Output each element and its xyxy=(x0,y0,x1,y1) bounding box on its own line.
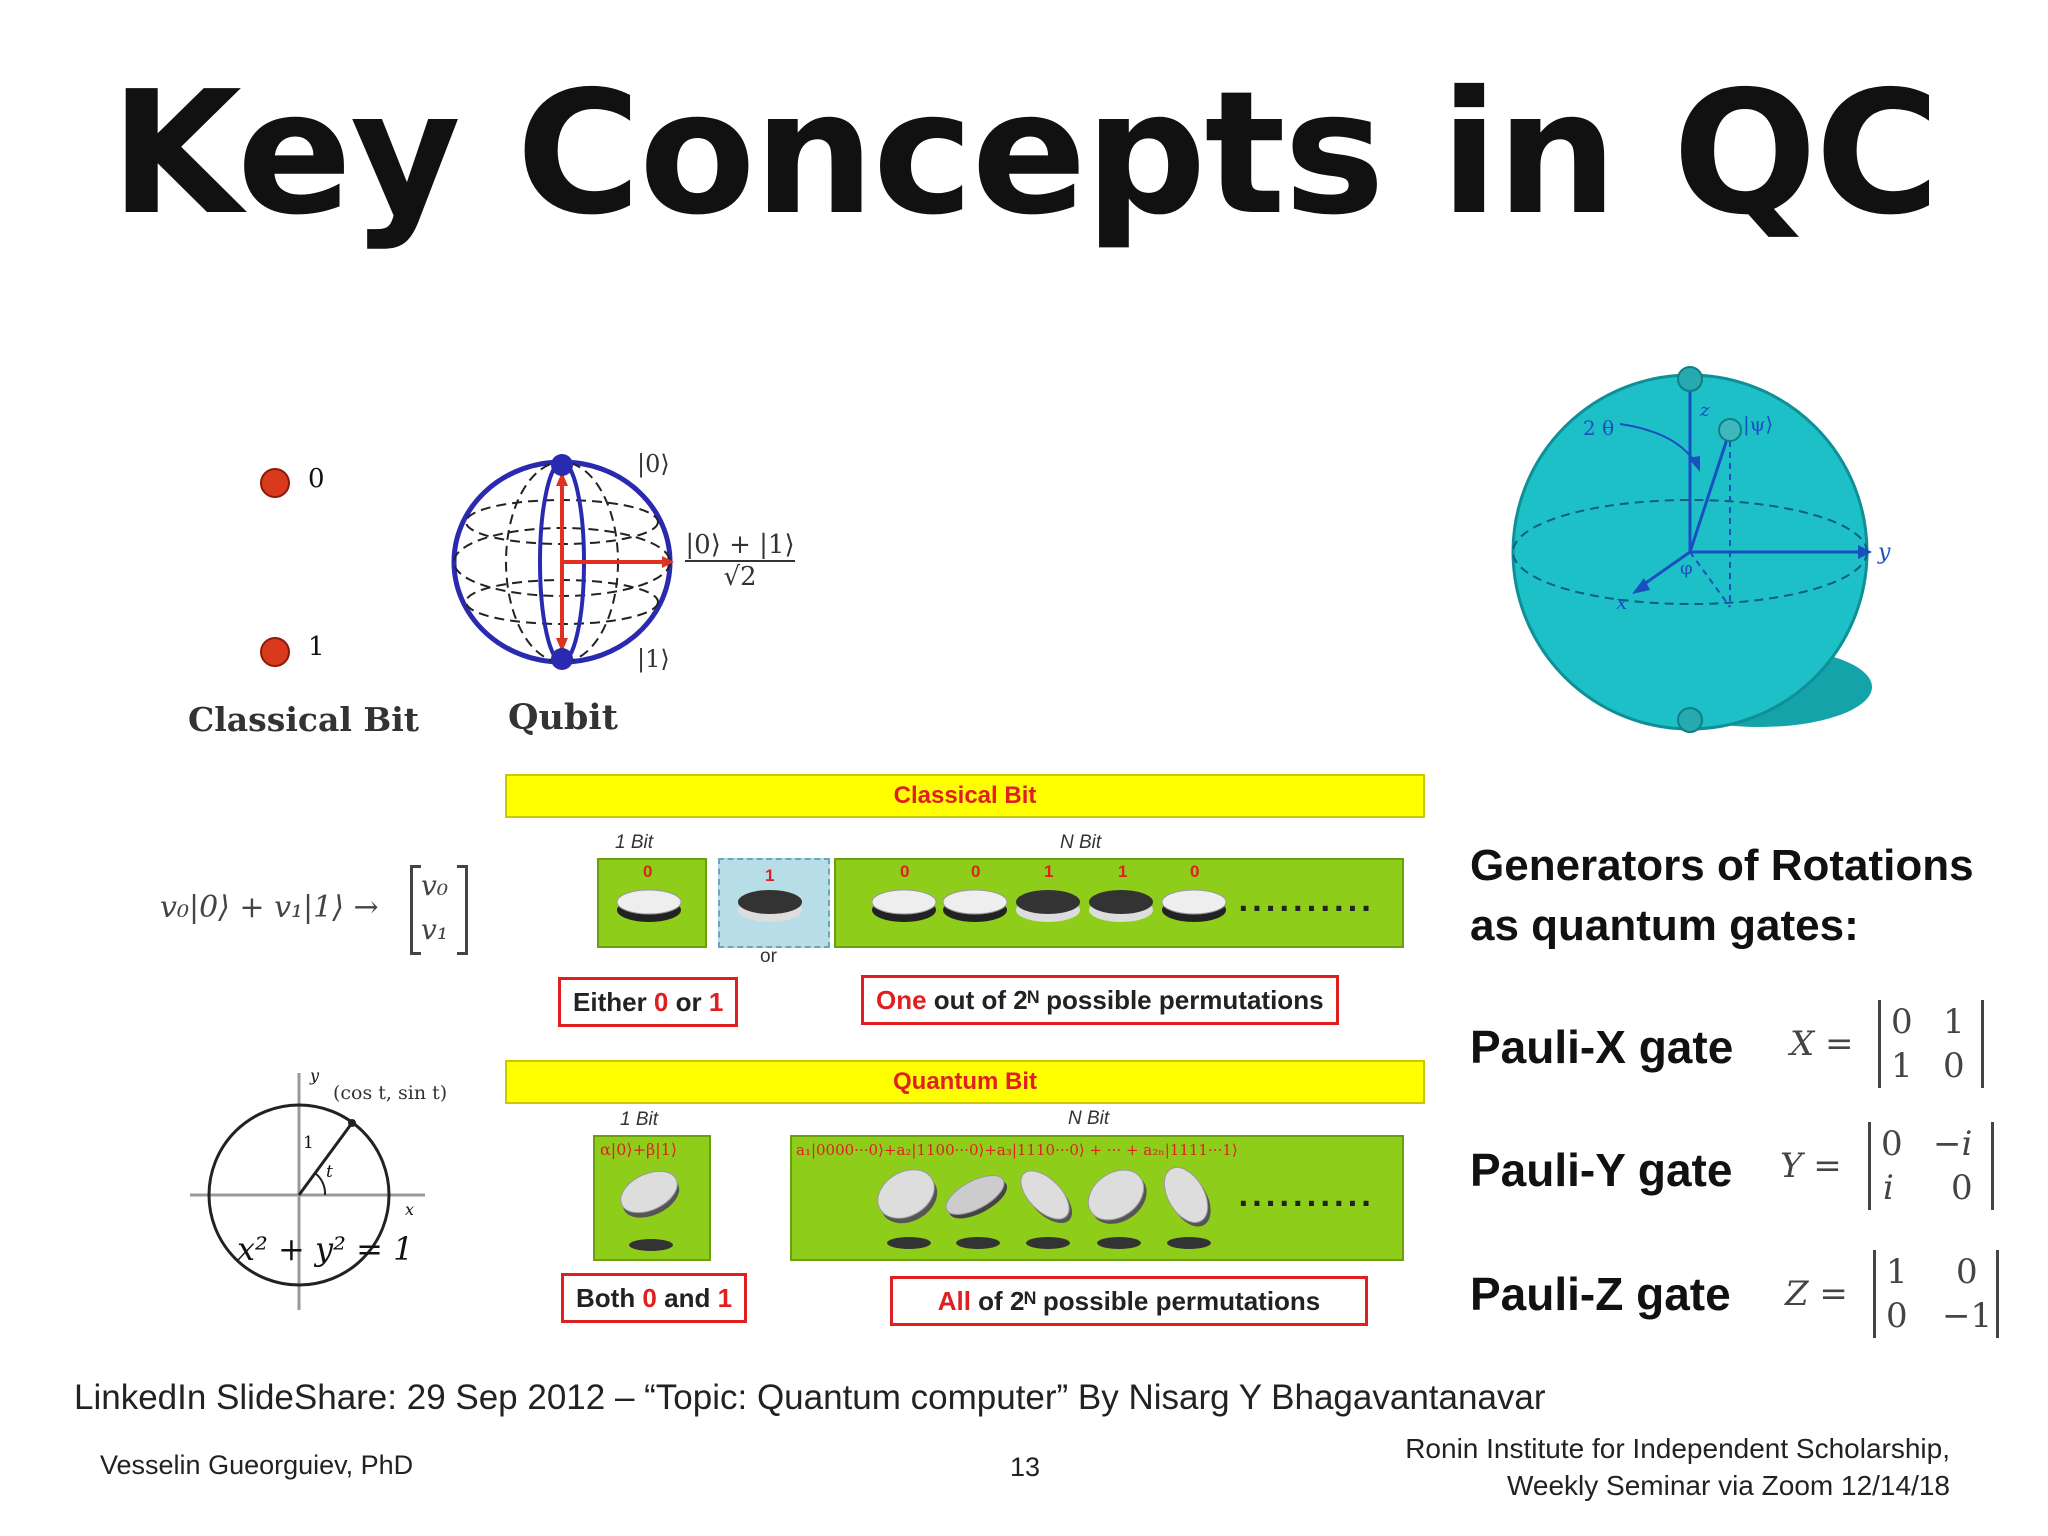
quantum-one-bit-state: α|0⟩+β|1⟩ xyxy=(600,1140,678,1159)
unit-circle-point-label: (cos t, sin t) xyxy=(333,1082,448,1104)
pauli-y-bracket: 0 −i i 0 xyxy=(1868,1122,1994,1210)
coin-white xyxy=(871,889,937,922)
pauli-x-symbol: X = xyxy=(1790,1024,1854,1064)
source-citation: LinkedIn SlideShare: 29 Sep 2012 – “Topi… xyxy=(74,1378,1546,1417)
vector-v1: v₁ xyxy=(421,913,449,946)
ket-one-label: |1⟩ xyxy=(637,645,670,673)
all-permutations-box: All of 2ᴺ possible permutations xyxy=(890,1276,1368,1326)
author-name: Vesselin Gueorguiev, PhD xyxy=(100,1450,414,1480)
coin-black xyxy=(1016,890,1080,922)
coin-white xyxy=(1161,889,1227,922)
unit-circle-angle-label: t xyxy=(326,1162,333,1182)
vector-bracket: v₀ v₁ xyxy=(410,865,468,955)
coin-white xyxy=(616,889,682,922)
classical-one-bit-one-box xyxy=(718,858,830,948)
bit-dot-1 xyxy=(260,637,290,667)
pauli-y-matrix: Y = 0 −i i 0 xyxy=(1780,1122,2020,1214)
classical-n-bit-label: N Bit xyxy=(1060,832,1102,853)
unit-circle-equation: x² + y² = 1 xyxy=(237,1230,414,1268)
pauli-x-matrix: X = 0 1 1 0 xyxy=(1790,1000,2010,1092)
bloch-x-label: x xyxy=(1616,590,1628,614)
bloch-phi-label: φ xyxy=(1680,558,1693,579)
pauli-y-label: Pauli-Y gate xyxy=(1470,1144,1733,1196)
superposition-numerator: |0⟩ + |1⟩ xyxy=(685,530,795,562)
classical-bit-caption: Classical Bit xyxy=(188,700,420,739)
pauli-x-label: Pauli-X gate xyxy=(1470,1021,1734,1073)
classical-one-bit-digit-0: 0 xyxy=(643,862,653,881)
quantum-coins xyxy=(620,1167,1211,1251)
unit-circle-x-label: x xyxy=(405,1200,415,1219)
qubit-sphere xyxy=(451,454,674,670)
quantum-one-bit-label: 1 Bit xyxy=(620,1109,659,1130)
unit-circle-radius-label: 1 xyxy=(303,1133,314,1153)
institute-line2: Weekly Seminar via Zoom 12/14/18 xyxy=(1506,1470,1950,1501)
classical-n-bit-digit-3: 1 xyxy=(1044,862,1054,881)
classical-bit-bar: Classical Bit xyxy=(505,774,1425,818)
pauli-z-bracket: 1 0 0 −1 xyxy=(1873,1250,1999,1338)
superposition-fraction: |0⟩ + |1⟩ √2 xyxy=(685,530,795,592)
classical-n-bit-digit-2: 0 xyxy=(971,862,981,881)
bloch-2theta-label: 2 θ xyxy=(1583,416,1615,440)
institute-line1: Ronin Institute for Independent Scholars… xyxy=(1405,1433,1950,1464)
quantum-dots: .......... xyxy=(1238,1180,1375,1213)
qcoin xyxy=(945,1175,1008,1249)
vector-equation-lhs: v₀|0⟩ + v₁|1⟩ → xyxy=(160,890,379,925)
page-number: 13 xyxy=(1010,1452,1041,1482)
bloch-sphere xyxy=(1511,366,1872,733)
qubit-caption: Qubit xyxy=(508,697,618,738)
quantum-bit-bar: Quantum Bit xyxy=(505,1060,1425,1104)
unit-circle-y-label: y xyxy=(310,1066,320,1085)
either-0-or-1-box: Either 0 or 1 xyxy=(558,977,739,1027)
coin-black xyxy=(1089,890,1153,922)
slide-title: Key Concepts in QC xyxy=(110,55,1940,253)
classical-dots: .......... xyxy=(1238,885,1375,918)
quantum-n-bit-state: a₁|0000···0⟩+a₂|1100···0⟩+a₃|1110···0⟩ +… xyxy=(796,1141,1238,1159)
pauli-y-symbol: Y = xyxy=(1780,1146,1842,1186)
coin-white xyxy=(942,889,1008,922)
classical-or-label: or xyxy=(760,946,777,967)
pauli-z-symbol: Z = xyxy=(1785,1274,1848,1314)
classical-one-bit-label: 1 Bit xyxy=(615,832,654,853)
pauli-x-bracket: 0 1 1 0 xyxy=(1878,1000,1984,1088)
both-0-and-1-box: Both 0 and 1 xyxy=(561,1273,748,1323)
pauli-z-label: Pauli-Z gate xyxy=(1470,1268,1731,1320)
qcoin xyxy=(1087,1169,1147,1249)
superposition-denominator: √2 xyxy=(723,562,757,592)
bit-label-1: 1 xyxy=(308,632,325,662)
generators-line2: as quantum gates: xyxy=(1470,901,1859,950)
generators-heading: Generators of Rotations as quantum gates… xyxy=(1470,836,1974,956)
qcoin xyxy=(877,1169,938,1249)
institute-info: Ronin Institute for Independent Scholars… xyxy=(1250,1430,1950,1504)
classical-coins xyxy=(616,889,1227,922)
unit-circle xyxy=(190,1073,425,1310)
bit-dot-0 xyxy=(260,468,290,498)
coin-black xyxy=(738,890,802,922)
classical-n-bit-digit-5: 0 xyxy=(1190,862,1200,881)
classical-n-bit-digit-1: 0 xyxy=(900,862,910,881)
classical-n-bit-digit-4: 1 xyxy=(1118,862,1128,881)
classical-one-bit-digit-1: 1 xyxy=(765,866,775,885)
qcoin-single xyxy=(620,1170,680,1251)
bloch-y-label: y xyxy=(1878,540,1891,565)
classical-bit-figure: 0 1 xyxy=(250,460,350,670)
vector-v0: v₀ xyxy=(421,869,449,902)
one-out-of-permutations-box: One out of 2ᴺ possible permutations xyxy=(861,975,1339,1025)
qcoin xyxy=(1163,1167,1211,1249)
ket-zero-label: |0⟩ xyxy=(637,450,670,478)
qcoin xyxy=(1020,1170,1073,1249)
vector-equation: v₀|0⟩ + v₁|1⟩ → v₀ v₁ xyxy=(160,865,490,965)
bit-label-0: 0 xyxy=(308,464,325,494)
classical-one-bit-zero-box xyxy=(597,858,707,948)
generators-line1: Generators of Rotations xyxy=(1470,841,1974,890)
bloch-z-label: z xyxy=(1700,400,1710,421)
bloch-psi-label: |ψ⟩ xyxy=(1743,412,1774,436)
pauli-z-matrix: Z = 1 0 0 −1 xyxy=(1785,1250,2015,1342)
quantum-n-bit-label: N Bit xyxy=(1068,1108,1110,1129)
